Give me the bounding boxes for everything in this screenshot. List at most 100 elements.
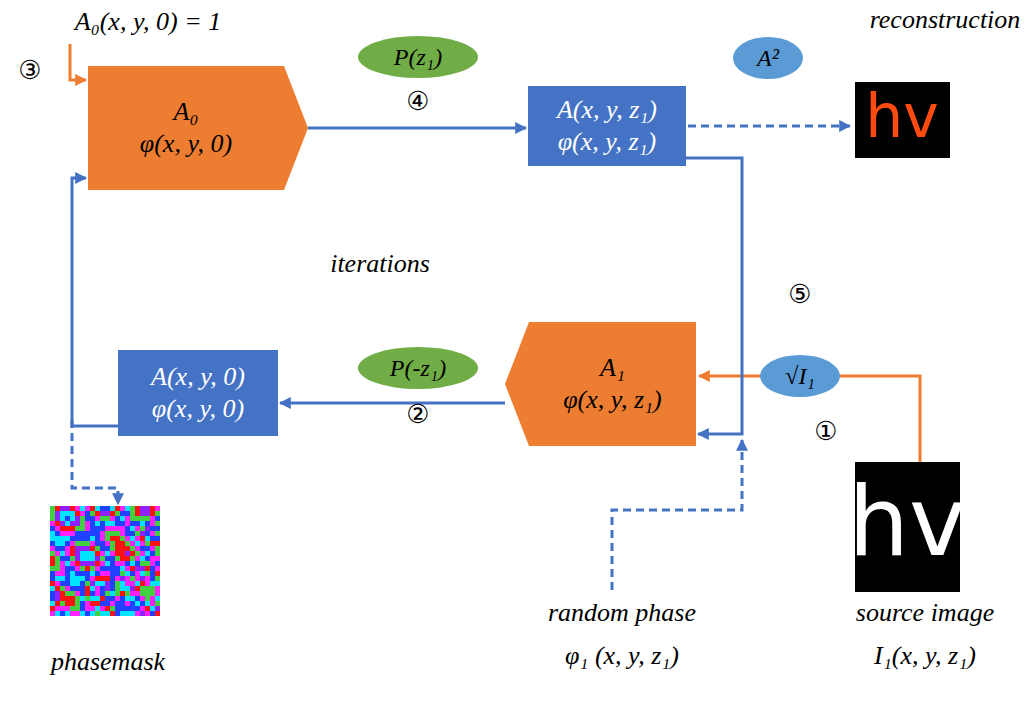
phasemask-cell <box>100 551 105 556</box>
field-text: A₁ <box>600 352 625 385</box>
phasemask-cell <box>50 541 55 546</box>
phasemask-cell <box>80 531 85 536</box>
phasemask-cell <box>75 556 80 561</box>
phasemask-cell <box>155 591 160 596</box>
phasemask-cell <box>80 586 85 591</box>
phasemask-cell <box>60 576 65 581</box>
operator-text: A² <box>757 43 779 73</box>
phasemask-cell <box>55 536 60 541</box>
phasemask-cell <box>60 581 65 586</box>
field-text: φ(x, y, z₁) <box>558 126 657 159</box>
phasemask-cell <box>140 566 145 571</box>
phasemask-cell <box>85 601 90 606</box>
phasemask-cell <box>140 551 145 556</box>
phasemask-cell <box>110 606 115 611</box>
phasemask-cell <box>135 551 140 556</box>
input-plane-box: A₀φ(x, y, 0) <box>88 66 308 190</box>
phasemask-cell <box>80 611 85 616</box>
phasemask-cell <box>55 526 60 531</box>
phasemask-cell <box>75 566 80 571</box>
phasemask-cell <box>120 541 125 546</box>
phasemask-cell <box>85 541 90 546</box>
phasemask-cell <box>70 596 75 601</box>
phasemask-cell <box>105 521 110 526</box>
phasemask-cell <box>130 566 135 571</box>
phasemask-cell <box>135 561 140 566</box>
figure-label: ② <box>406 401 429 427</box>
phasemask-cell <box>55 601 60 606</box>
phasemask-cell <box>55 511 60 516</box>
phasemask-cell <box>55 541 60 546</box>
phasemask-cell <box>50 571 55 576</box>
phasemask-cell <box>135 546 140 551</box>
phasemask-cell <box>125 521 130 526</box>
phasemask-cell <box>150 611 155 616</box>
phasemask-cell <box>110 566 115 571</box>
phasemask-cell <box>155 546 160 551</box>
image-content: hv <box>848 474 966 570</box>
phasemask-cell <box>135 586 140 591</box>
phasemask-cell <box>60 551 65 556</box>
phasemask-cell <box>135 591 140 596</box>
phasemask-cell <box>85 611 90 616</box>
phasemask-cell <box>55 581 60 586</box>
phasemask-cell <box>80 556 85 561</box>
phasemask-cell <box>75 611 80 616</box>
phasemask-cell <box>110 546 115 551</box>
figure-label: ① <box>814 418 837 444</box>
phasemask-cell <box>135 506 140 511</box>
phasemask-cell <box>90 531 95 536</box>
phasemask-cell <box>65 506 70 511</box>
phasemask-cell <box>80 596 85 601</box>
phasemask-cell <box>50 576 55 581</box>
phasemask-cell <box>60 531 65 536</box>
phasemask-cell <box>65 576 70 581</box>
phasemask-cell <box>150 596 155 601</box>
phasemask-cell <box>95 531 100 536</box>
phasemask-cell <box>85 596 90 601</box>
phasemask-cell <box>65 541 70 546</box>
phasemask-cell <box>50 511 55 516</box>
phasemask-cell <box>145 511 150 516</box>
phasemask-cell <box>115 571 120 576</box>
phasemask-cell <box>140 596 145 601</box>
phasemask-cell <box>60 571 65 576</box>
phasemask-cell <box>105 591 110 596</box>
phasemask-cell <box>105 576 110 581</box>
field-text: A(x, y, 0) <box>151 361 245 394</box>
phasemask-cell <box>120 591 125 596</box>
phasemask-cell <box>90 551 95 556</box>
phasemask-cell <box>60 556 65 561</box>
phasemask-cell <box>120 576 125 581</box>
phasemask-cell <box>100 546 105 551</box>
phasemask-cell <box>60 541 65 546</box>
phasemask-cell <box>140 591 145 596</box>
phasemask-cell <box>80 576 85 581</box>
phasemask-cell <box>120 581 125 586</box>
phasemask-cell <box>55 576 60 581</box>
phasemask-cell <box>85 536 90 541</box>
phasemask-output-line <box>72 420 118 504</box>
phasemask-cell <box>110 556 115 561</box>
phasemask-cell <box>115 591 120 596</box>
phasemask-cell <box>155 561 160 566</box>
phasemask-cell <box>100 611 105 616</box>
phasemask-cell <box>75 546 80 551</box>
phasemask-cell <box>70 521 75 526</box>
phasemask-cell <box>150 606 155 611</box>
phasemask-cell <box>100 531 105 536</box>
phasemask-cell <box>155 586 160 591</box>
phasemask-cell <box>100 571 105 576</box>
phasemask-cell <box>75 576 80 581</box>
phasemask-cell <box>150 516 155 521</box>
phasemask-cell <box>55 516 60 521</box>
phasemask-cell <box>100 556 105 561</box>
figure-label: random phase <box>548 600 696 626</box>
phasemask-cell <box>125 606 130 611</box>
pentagon-outline <box>505 322 696 446</box>
phasemask-cell <box>85 526 90 531</box>
phasemask-cell <box>120 506 125 511</box>
phasemask-cell <box>90 611 95 616</box>
phasemask-cell <box>75 606 80 611</box>
amplitude-ellipse: √I₁ <box>760 355 840 397</box>
